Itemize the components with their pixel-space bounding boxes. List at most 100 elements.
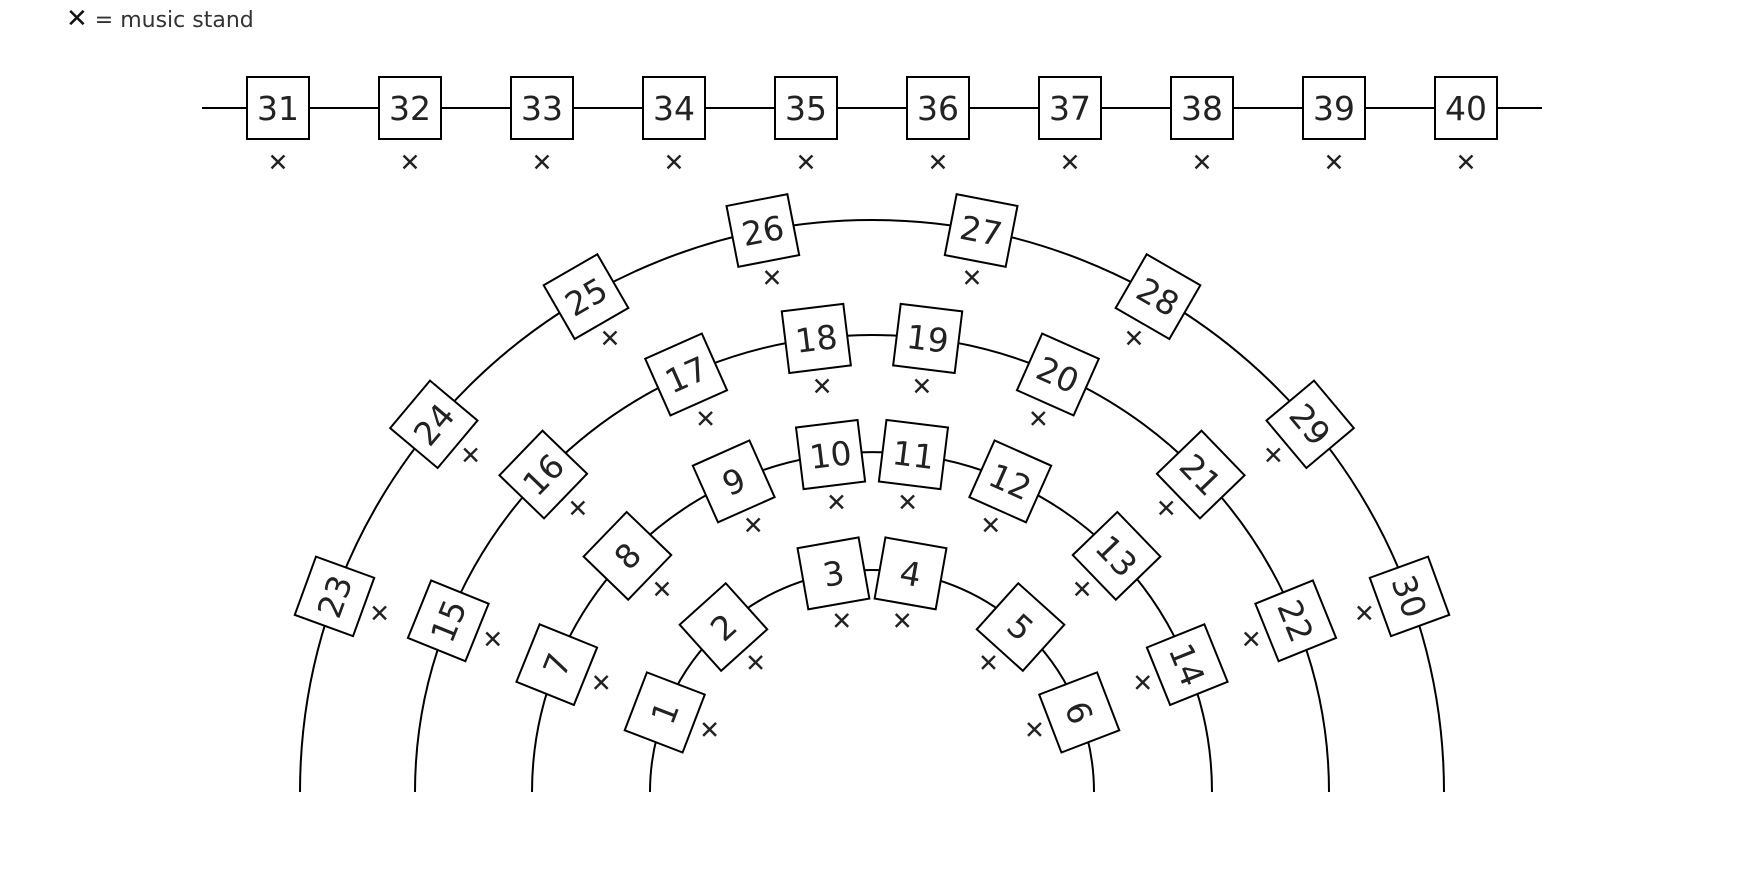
seat-10: 10 [794,418,867,491]
seat-9: 9 [691,439,776,524]
seat-box [1038,76,1102,140]
seat-box [1302,76,1366,140]
seat-box [642,76,706,140]
seat-6: 6 [1037,671,1121,754]
seat-box [892,302,964,375]
seat-38: 38 [1170,76,1234,140]
music-stand-icon: ✕ [1132,669,1153,698]
seat-box [873,536,948,611]
music-stand-icon: ✕ [897,488,918,517]
seat-1: 1 [623,671,707,754]
music-stand-icon: ✕ [1072,575,1093,604]
music-stand-icon: ✕ [664,148,685,177]
music-stand-icon: ✕ [695,404,716,433]
seat-box [1254,579,1338,663]
seat-8: 8 [582,510,673,602]
music-stand-icon: ✕ [928,148,949,177]
seat-7: 7 [515,622,599,707]
seat-number: 37 [1049,89,1091,128]
seat-15: 15 [406,579,490,663]
music-stand-icon: ✕ [1028,404,1049,433]
seat-13: 13 [1071,510,1162,602]
seat-5: 5 [975,581,1066,673]
seat-number: 32 [389,89,431,128]
seat-2: 2 [678,581,769,673]
seat-box [1265,379,1356,470]
seat-box [623,671,707,754]
music-stand-icon: ✕ [600,324,621,353]
music-stand-icon: ✕ [812,372,833,401]
seat-3: 3 [796,536,871,611]
music-stand-icon: ✕ [831,607,852,636]
seat-box [293,555,376,638]
seat-19: 19 [892,302,964,375]
seat-33: 33 [510,76,574,140]
arc-4 [299,219,1445,793]
seat-box [1114,252,1202,341]
seat-box [643,332,729,417]
seat-box [906,76,970,140]
seat-number: 10 [807,433,853,477]
arcs-layer [299,219,1445,793]
seat-box [691,439,776,524]
seat-11: 11 [877,418,950,491]
music-stand-icon: ✕ [1124,324,1145,353]
music-stand-icon: ✕ [400,148,421,177]
seat-box [774,76,838,140]
seat-number: 34 [653,89,695,128]
seat-box [968,439,1053,524]
arc-2 [531,451,1213,793]
seat-number: 26 [739,208,788,254]
music-stand-icon: ✕ [268,148,289,177]
seat-23: 23 [293,555,376,638]
music-stand-icon: ✕ [651,575,672,604]
music-stand-icon: ✕ [796,148,817,177]
music-stand-icon: ✕ [892,607,913,636]
seat-box [877,418,950,491]
seat-box [542,252,630,341]
seat-36: 36 [906,76,970,140]
seat-18: 18 [780,302,852,375]
music-stand-icon: ✕ [591,669,612,698]
seat-35: 35 [774,76,838,140]
seat-number: 39 [1313,89,1355,128]
music-stand-icon: ✕ [567,494,588,523]
seat-14: 14 [1145,622,1229,707]
seat-number: 19 [904,317,950,361]
music-stand-icon: ✕ [1192,148,1213,177]
seat-box [1037,671,1121,754]
music-stand-icon: ✕ [978,649,999,678]
seat-28: 28 [1114,252,1202,341]
legend: ✕ = music stand [66,4,254,34]
music-stand-icon: ✕ [460,441,481,470]
music-stand-icon: ✕ [743,511,764,540]
seat-box [796,536,871,611]
seat-box [582,510,673,602]
seat-box [1434,76,1498,140]
music-stand-icon: ✕ [745,649,766,678]
seat-box [1170,76,1234,140]
seat-16: 16 [498,429,589,520]
music-stand-icon: ✕ [962,264,983,293]
seat-box [1368,555,1451,638]
seat-number: 40 [1445,89,1487,128]
seat-box [975,581,1066,673]
seat-box [943,192,1019,269]
seat-39: 39 [1302,76,1366,140]
seat-22: 22 [1254,579,1338,663]
music-stand-icon: ✕ [482,625,503,654]
seat-box [794,418,867,491]
music-stand-icon: ✕ [699,716,720,745]
music-stand-icon: ✕ [826,488,847,517]
seat-17: 17 [643,332,729,417]
seat-12: 12 [968,439,1053,524]
seat-box [780,302,852,375]
seat-number: 27 [957,208,1006,254]
music-stand-icon: ✕ [1324,148,1345,177]
seat-box [1071,510,1162,602]
seat-box [406,579,490,663]
seat-box [1155,429,1246,520]
seat-29: 29 [1265,379,1356,470]
seat-box [388,379,479,470]
music-stand-icon: ✕ [1024,716,1045,745]
